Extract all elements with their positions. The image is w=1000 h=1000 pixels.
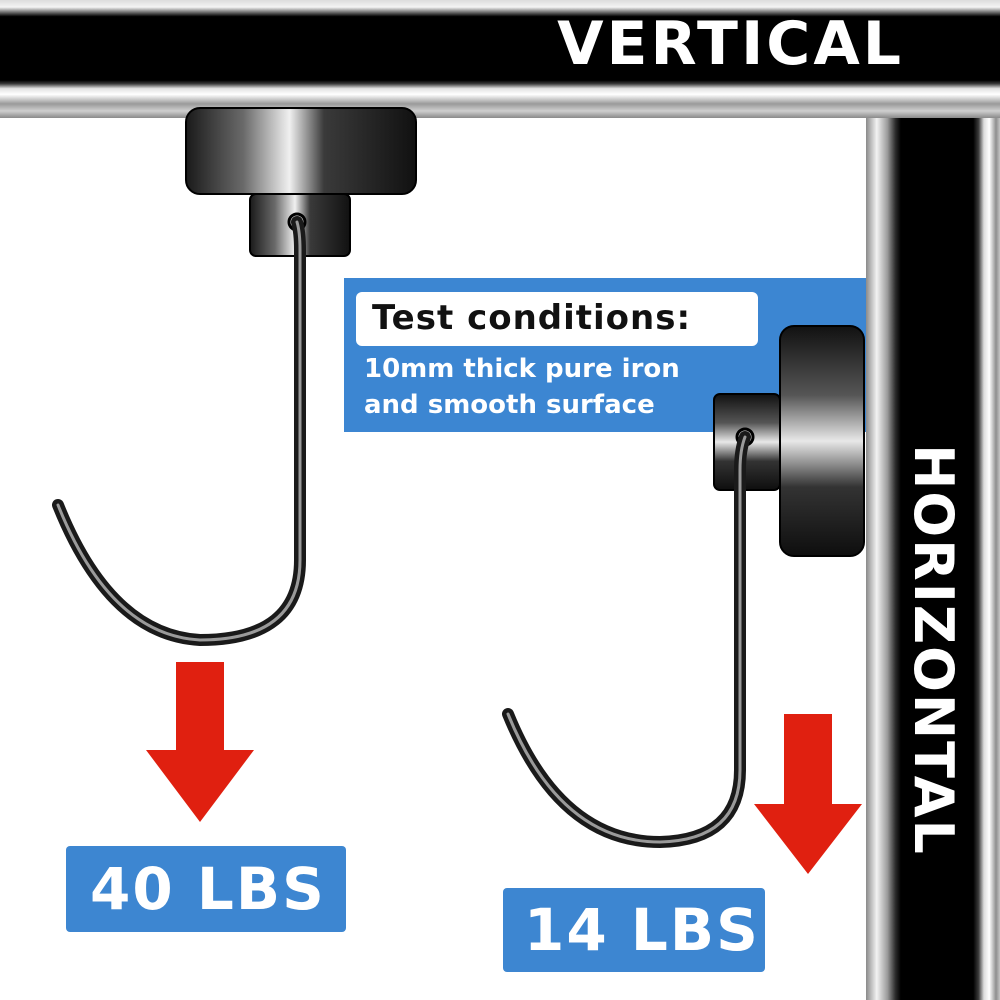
horizontal-steel-bar <box>866 118 1000 1000</box>
test-conditions-line-2: and smooth surface <box>364 390 655 420</box>
horizontal-weight-badge <box>503 888 765 972</box>
horizontal-weight-value: 14 LBS <box>524 896 760 964</box>
vertical-weight-badge <box>66 846 346 932</box>
test-conditions-title-pill <box>356 292 758 346</box>
vertical-weight-value: 40 LBS <box>90 855 326 923</box>
test-conditions-line-1: 10mm thick pure iron <box>364 354 680 384</box>
vertical-steel-bar <box>0 0 1000 118</box>
vertical-label: VERTICAL <box>557 9 904 79</box>
horizontal-hook-icon <box>502 431 751 849</box>
test-conditions-title: Test conditions: <box>372 298 692 338</box>
vertical-arrow-down-icon <box>146 662 254 822</box>
vertical-hook-icon <box>52 216 306 647</box>
horizontal-arrow-down-icon <box>754 714 862 874</box>
